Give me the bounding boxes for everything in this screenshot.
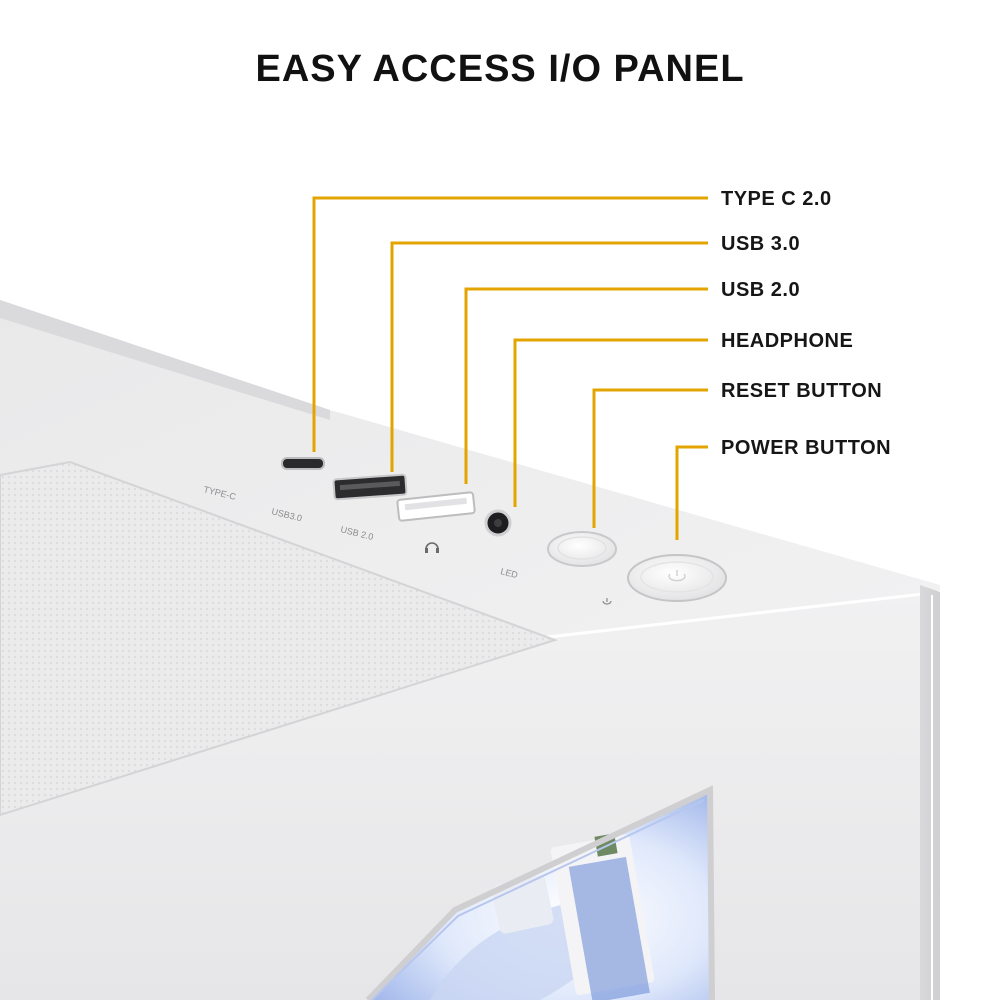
callout-label-usb3: USB 3.0 [721,233,801,255]
callout-label-type-c: TYPE C 2.0 [721,188,832,210]
case-interior-fan [430,905,600,1000]
interior-psu-shroud [568,856,650,1000]
leader-line-usb3 [390,241,708,472]
leader-line-type-c [312,196,708,452]
callout-label-reset-button: RESET BUTTON [721,380,883,402]
case-side-face [920,585,940,1000]
case-top-surface-back [0,300,330,420]
leader-line-reset [592,388,708,528]
type-c-port [281,457,325,470]
leader-line-usb2 [464,287,708,484]
power-icon [668,570,686,582]
callout-label-power-button: POWER BUTTON [721,437,892,459]
callout-label-usb2: USB 2.0 [721,279,801,301]
power-indicator-icon [602,598,612,605]
mesh-dust-filter [0,460,559,817]
interior-bracket [491,875,554,934]
page-title: EASY ACCESS I/O PANEL [255,48,745,90]
panel-label-led: LED [500,566,520,580]
headphone-icon [425,542,439,553]
callout-label-headphone: HEADPHONE [721,330,854,352]
leader-line-headphone [513,338,708,507]
leader-line-power [675,445,708,540]
